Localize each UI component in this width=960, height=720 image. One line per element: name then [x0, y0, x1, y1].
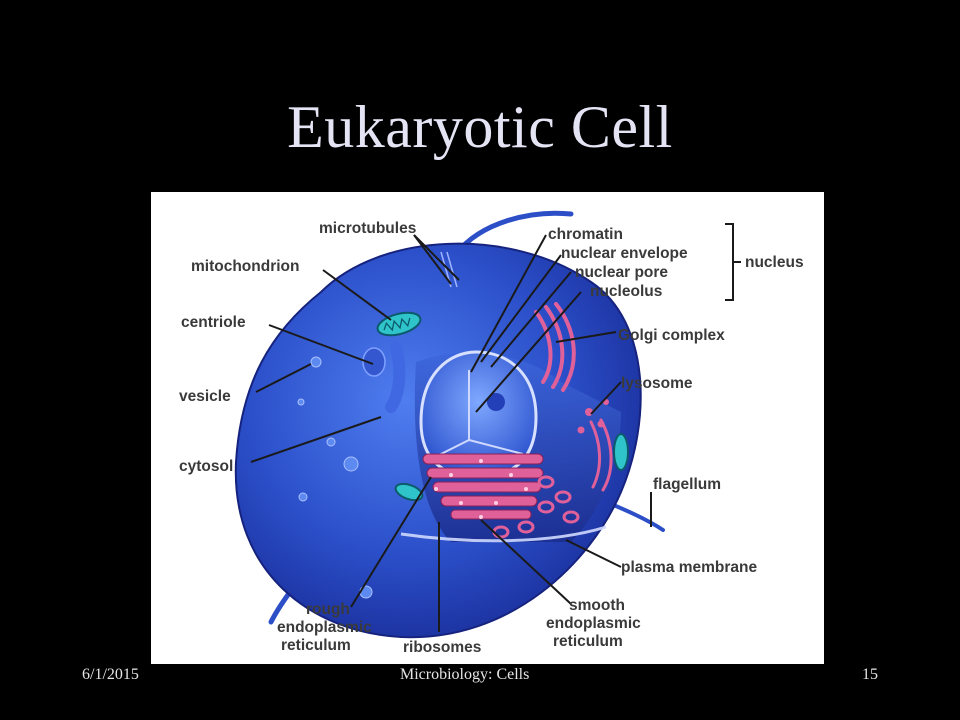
golgi-right — [589, 418, 613, 492]
smooth-er — [492, 475, 580, 539]
label-microtubules: microtubules — [319, 220, 416, 237]
footer-title: Microbiology: Cells — [400, 666, 530, 683]
label-vesicle: vesicle — [179, 388, 231, 405]
cell-diagram: microtubules mitochondrion centriole ves… — [179, 210, 804, 656]
golgi-complex — [534, 302, 576, 392]
label-lysosome: lysosome — [621, 375, 693, 392]
plasma-membrane — [400, 525, 607, 543]
nucleus-cut-2 — [468, 439, 524, 455]
label-golgi-complex: Golgi complex — [618, 327, 725, 344]
label-plasma-membrane: plasma membrane — [621, 559, 757, 576]
footer-date: 6/1/2015 — [82, 666, 139, 683]
slide-title: Eukaryotic Cell — [287, 94, 673, 160]
label-nucleus: nucleus — [745, 254, 804, 271]
label-rough-er-line1: rough — [306, 601, 350, 618]
cell-diagram-figure: microtubules mitochondrion centriole ves… — [151, 192, 824, 664]
nucleus-bracket — [725, 223, 741, 301]
label-ribosomes: ribosomes — [403, 639, 481, 656]
footer-page-number: 15 — [862, 666, 878, 683]
label-smooth-er-line1: smooth — [569, 597, 625, 614]
mitochondrion-lower — [394, 482, 424, 502]
label-smooth-er-line2: endoplasmic — [546, 615, 641, 632]
ribosomes — [434, 459, 528, 519]
label-cytosol: cytosol — [179, 458, 233, 475]
nucleolus — [487, 393, 505, 411]
label-smooth-er-line3: reticulum — [553, 633, 623, 650]
label-centriole: centriole — [181, 314, 246, 331]
label-rough-er-line3: reticulum — [281, 637, 351, 654]
label-nuclear-envelope: nuclear envelope — [561, 245, 688, 262]
vesicles — [297, 356, 373, 599]
label-nucleolus: nucleolus — [590, 283, 662, 300]
label-rough-er-line2: endoplasmic — [277, 619, 372, 636]
label-flagellum: flagellum — [653, 476, 721, 493]
label-mitochondrion: mitochondrion — [191, 258, 300, 275]
label-chromatin: chromatin — [548, 226, 623, 243]
mitochondrion-right — [613, 433, 629, 471]
label-nuclear-pore: nuclear pore — [575, 264, 668, 281]
centriole — [362, 341, 406, 413]
leader-lines — [250, 234, 652, 632]
